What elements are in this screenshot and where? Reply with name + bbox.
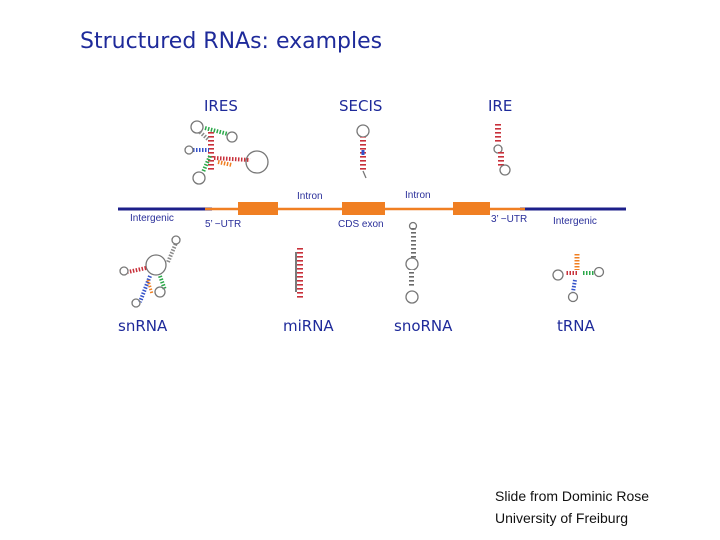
label-intron-1: Intron (297, 191, 323, 202)
snrna-structure (119, 235, 181, 308)
label-intergenic-left: Intergenic (130, 213, 174, 224)
rna-label-snrna: snRNA (118, 317, 168, 335)
mirna-structure (295, 246, 303, 298)
rna-label-ires: IRES (204, 97, 238, 115)
slide-title: Structured RNAs: examples (80, 29, 383, 54)
rna-label-snorna: snoRNA (394, 317, 453, 335)
credit-line-1: Slide from Dominic Rose (495, 488, 650, 504)
credit-line-2: University of Freiburg (495, 510, 629, 526)
rna-label-mirna: miRNA (283, 317, 334, 335)
rna-label-trna: tRNA (557, 317, 596, 335)
secis-structure (356, 124, 370, 179)
label-intergenic-right: Intergenic (553, 216, 597, 227)
trna-structure (552, 254, 605, 303)
label-3utr: 3’ −UTR (491, 214, 527, 225)
cds-exon-block (342, 202, 385, 215)
snorna-structure (405, 221, 419, 304)
rna-label-ire: IRE (488, 97, 512, 115)
label-cds-exon: CDS exon (338, 219, 384, 230)
gene-track (118, 202, 626, 215)
label-5utr: 5’ −UTR (205, 219, 241, 230)
rna-label-secis: SECIS (339, 97, 382, 115)
ires-structure (184, 120, 269, 185)
label-intron-2: Intron (405, 190, 431, 201)
exon-5utr-block (238, 202, 278, 215)
ire-structure (493, 122, 511, 176)
slide-credit: Slide from Dominic Rose University of Fr… (495, 485, 649, 529)
exon-3utr-block (453, 202, 490, 215)
